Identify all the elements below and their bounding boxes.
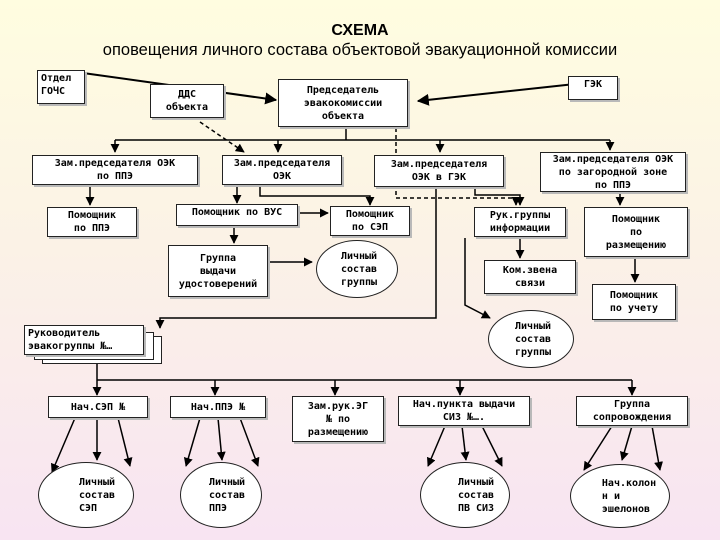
node-nach-sep: Нач.СЭП № — [48, 396, 148, 418]
node-asst-sep: Помощник по СЭП — [330, 206, 410, 236]
node-staff-siz: Личный состав ПВ СИЗ — [420, 462, 510, 528]
node-gochs: Отдел ГОЧС — [37, 70, 85, 104]
node-dep-zone: Зам.председателя ОЭК по загородной зоне … — [540, 152, 686, 192]
node-dep-ppe: Зам.председателя ОЭК по ППЭ — [32, 155, 198, 185]
node-escort: Группа сопровождения — [576, 396, 688, 426]
node-nach-siz: Нач.пункта выдачи СИЗ №…. — [398, 396, 530, 426]
node-gek: ГЭК — [568, 76, 618, 100]
node-dep-gek: Зам.председателя ОЭК в ГЭК — [374, 155, 504, 187]
node-id-group: Группа выдачи удостоверений — [168, 245, 268, 297]
node-nach-ppe: Нач.ППЭ № — [170, 396, 266, 418]
node-asst-place: Помощник по размещению — [584, 207, 688, 257]
node-dep-eg: Зам.рук.ЭГ № по размещению — [292, 396, 384, 442]
node-dep-oek: Зам.председателя ОЭК — [222, 155, 342, 185]
node-info-head: Рук.группы информации — [474, 207, 566, 237]
node-asst-ppe: Помощник по ППЭ — [47, 207, 137, 237]
node-evac-head: Руководитель эвакогруппы №… — [24, 325, 144, 355]
node-columns: Нач.колон н и эшелонов — [570, 464, 670, 528]
diagram-title: СХЕМА — [331, 22, 389, 39]
node-asst-vus: Помощник по ВУС — [176, 204, 298, 226]
node-staff-sep: Личный состав СЭП — [38, 462, 134, 528]
node-staff-ppe: Личный состав ППЭ — [180, 462, 262, 528]
node-chair: Председатель эвакокомиссии объекта — [278, 79, 408, 127]
diagram-subtitle: оповещения личного состава объектовой эв… — [102, 41, 618, 59]
node-staff-group-1: Личный состав группы — [316, 240, 398, 298]
node-asst-account: Помощник по учету — [592, 284, 676, 320]
node-comm: Ком.звена связи — [484, 260, 576, 294]
node-staff-group-2: Личный состав группы — [488, 310, 574, 368]
node-dds: ДДС объекта — [150, 84, 224, 118]
